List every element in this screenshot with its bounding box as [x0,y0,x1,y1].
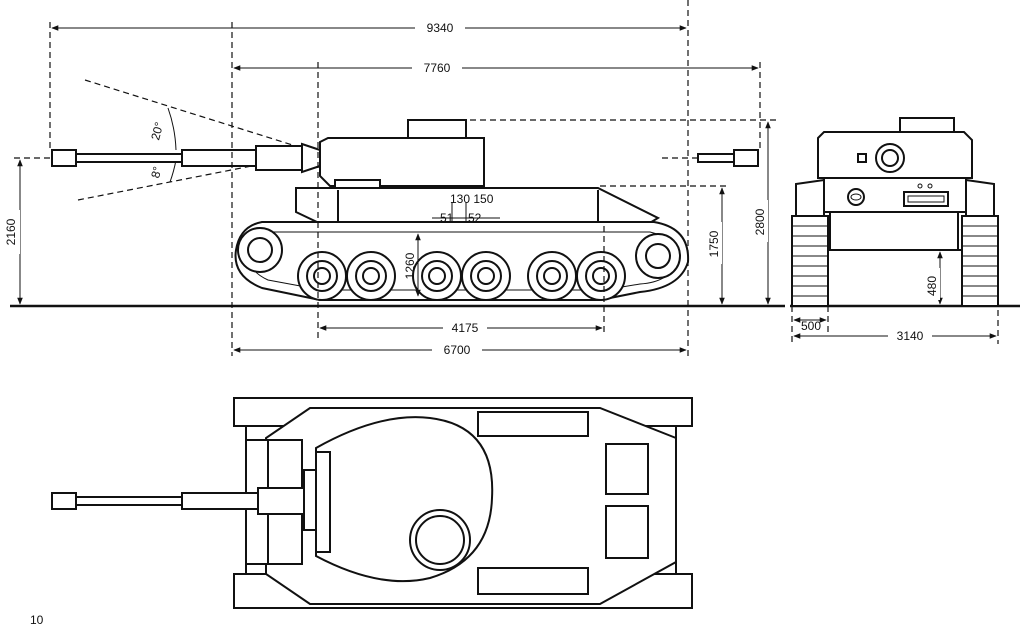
dim-ground-clearance: 480 [925,276,939,296]
front-view [791,117,999,307]
idler-wheel [237,227,283,273]
dimension-lines: 9340 7760 4175 6700 2160 1260 1750 2800 [4,0,780,357]
svg-text:130 150: 130 150 [450,192,494,206]
front-dimension-lines: 480 500 3140 [791,251,999,344]
side-view: 20° 8° 130 150 51 52 [51,79,759,301]
dim-hull-plus-gun: 7760 [424,61,451,75]
dim-height-turret: 2800 [753,208,767,235]
dim-overall-width: 3140 [897,329,924,343]
track-front-right [961,215,999,307]
dim-height-hull: 1750 [707,230,721,257]
top-view [51,397,693,609]
gun-mantlet [255,145,303,171]
dim-track-width: 500 [801,319,821,333]
drive-sprocket [635,233,681,279]
depression-angle-label: 8° [148,165,165,180]
turret-side [319,137,485,187]
road-wheels [297,251,626,301]
figure-number: 10 [30,613,44,625]
elevation-angle-label: 20° [148,120,166,141]
track-front-left [791,215,829,307]
dim-wheelbase: 4175 [452,321,479,335]
commander-cupola-top [409,509,471,571]
commander-cupola-side [407,119,467,139]
dim-hull-length: 6700 [444,343,471,357]
dim-overall-length: 9340 [427,21,454,35]
muzzle-brake [51,149,77,167]
dim-wheel-height: 1260 [403,252,417,279]
dim-height-total: 2160 [4,218,18,245]
turret-front [817,131,973,179]
